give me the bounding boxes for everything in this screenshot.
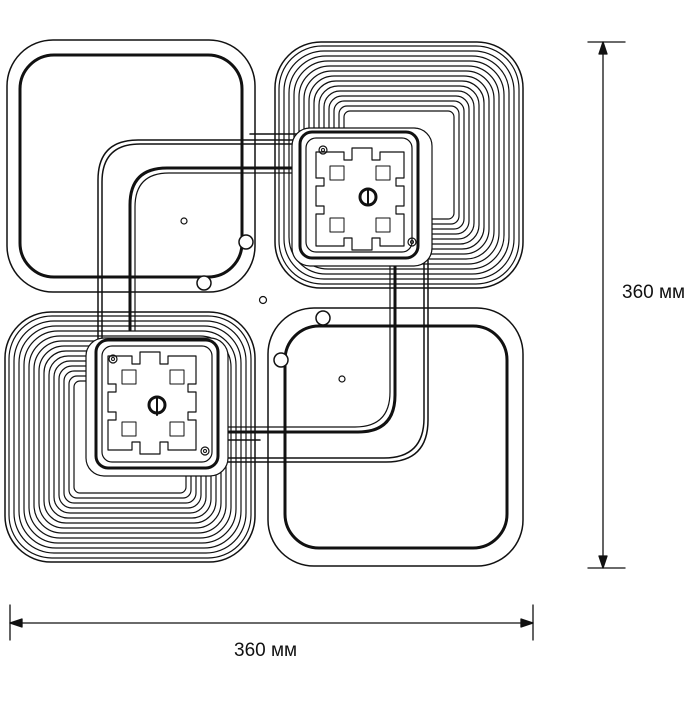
screw-icon [318, 145, 328, 155]
center-point-icon [338, 375, 346, 383]
screw-icon [200, 446, 210, 456]
joint-icon [273, 352, 289, 368]
frame-arms [97, 133, 429, 471]
dimension-height [587, 41, 626, 569]
screw-icon [108, 354, 118, 364]
joint-icon [196, 275, 212, 291]
center-point-icon [180, 217, 188, 225]
hub-bottom-left [85, 337, 229, 477]
joint-icon [238, 234, 254, 250]
height-dimension-label: 360 мм [622, 282, 686, 303]
center-point-icon [258, 295, 268, 305]
width-dimension-label: 360 мм [234, 640, 298, 661]
dimension-width [9, 604, 534, 641]
hub-top-right [291, 127, 433, 267]
joint-icon [315, 310, 331, 326]
joints [196, 234, 331, 368]
screw-icon [407, 237, 417, 247]
